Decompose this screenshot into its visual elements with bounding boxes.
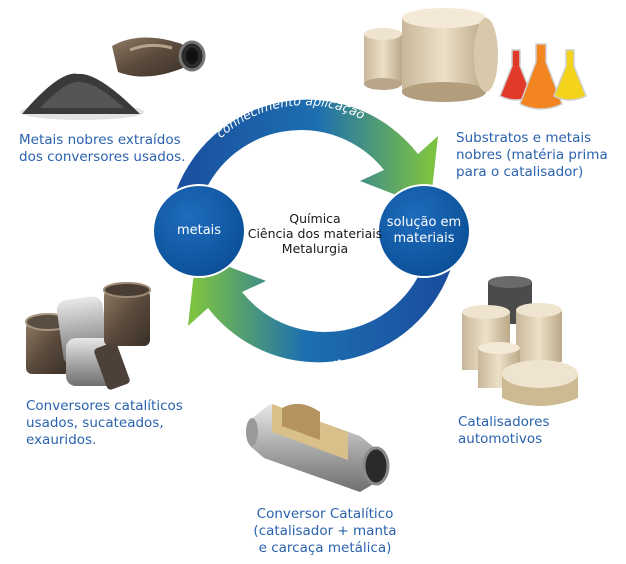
bottom-cycle-arrow [188,254,453,363]
scrap-converters-illustration [25,282,151,390]
top-cycle-arrow [173,99,438,208]
metais-node [152,184,246,278]
substrate-illustration [364,8,498,102]
caption-bottom-left: Conversores catalíticos usados, sucatead… [26,398,183,448]
caption-bottom-right: Catalisadores automotivos [458,414,550,447]
flasks-illustration [499,43,587,110]
catalytic-converter-illustration [246,403,390,492]
caption-bottom-center: Conversor Catalítico (catalisador + mant… [253,506,397,556]
catalysts-illustration [462,276,578,406]
metal-dust-illustration [20,73,144,120]
solucao-label: solução em materiais [386,215,462,246]
caption-top-right: Substratos e metais nobres (matéria prim… [456,130,608,180]
caption-top-left: Metais nobres extraídos dos conversores … [19,132,186,165]
center-disciplines-text: Química Ciência dos materiais Metalurgia [247,211,383,256]
solucao-node [377,184,471,278]
metais-label: metais [176,223,222,238]
used-converter-illustration [112,37,206,77]
